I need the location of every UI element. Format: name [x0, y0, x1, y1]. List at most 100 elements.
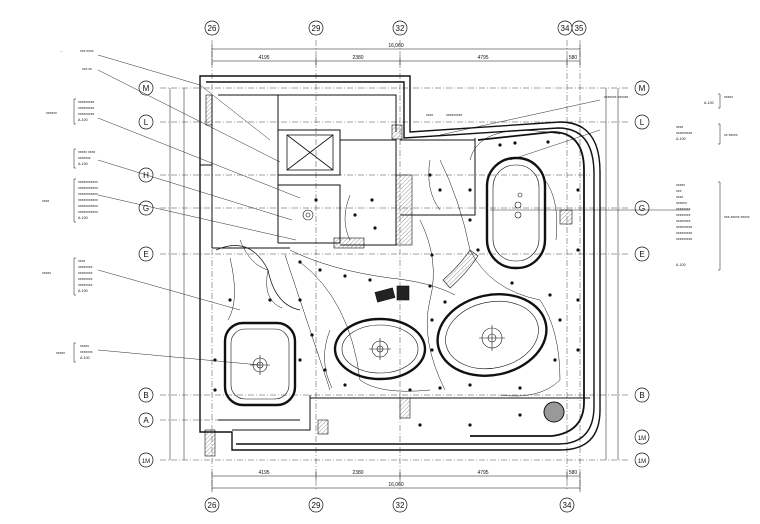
ceiling-cove-right	[436, 293, 548, 377]
callout-2-line-1: xxxxxxxxx	[78, 106, 94, 110]
column-bubbles-bottom	[204, 497, 575, 513]
axis-bubble-34-bottom	[559, 497, 575, 513]
callout-5-line-1: xxxxxxxx	[78, 265, 93, 269]
callout-5-line-4: xxxxxxxx	[78, 283, 93, 287]
dim-top-3: 4795	[477, 55, 488, 61]
lighting-circuits	[227, 130, 561, 397]
axis-label-1M-left: 1M	[142, 459, 150, 465]
row-bubbles-right	[634, 80, 650, 468]
callout-4-label: xxxx	[42, 199, 49, 203]
callout-leaders-right	[439, 99, 690, 211]
callouts-left: ... xxx xxxx xxx xx xxxxxx xxxxxxxxx xxx…	[42, 49, 98, 360]
axis-bubble-32-top	[392, 20, 408, 36]
dim-bottom-4: 580	[569, 470, 578, 476]
callout-6-line-0: xxxxx	[80, 344, 89, 348]
callout-5-line-3: xxxxxxxx	[78, 277, 93, 281]
axis-label-26-top: 26	[208, 24, 217, 33]
callout-r1-line-0: xxxx	[676, 125, 683, 129]
callout-5-line-0: xxxx	[78, 259, 85, 263]
axis-label-G-left: G	[143, 204, 149, 213]
dim-top-2: 2380	[352, 55, 363, 61]
axis-label-26-bottom: 26	[208, 501, 217, 510]
ceiling-curve-left	[215, 245, 301, 311]
callout-4-line-2: xxxxxxxxxxx	[78, 192, 98, 196]
axis-label-B-right: B	[639, 391, 644, 400]
axis-bubble-32-bottom	[392, 497, 408, 513]
axis-label-M-left: M	[143, 84, 150, 93]
ceiling-features	[223, 156, 548, 407]
plan-note-0: xxxx	[426, 113, 433, 117]
callout-2-line-2: xxxxxxxxx	[78, 112, 94, 116]
callout-brackets-right	[718, 93, 721, 271]
callout-4-line-5: xxxxxxxxxxx	[78, 210, 98, 214]
axis-label-34-bottom: 34	[563, 501, 572, 510]
callout-1-line-0: xxx xx	[82, 67, 92, 71]
top-dimension-lines	[211, 45, 581, 65]
axis-label-H-left: H	[143, 171, 149, 180]
callout-3-line-1: xxxxxxx	[78, 156, 91, 160]
curved-partition	[442, 249, 479, 289]
axis-label-1M-right-a: 1M	[638, 436, 646, 442]
callout-0-label: ...	[60, 49, 63, 53]
axis-bubble-29-top	[308, 20, 324, 36]
axis-label-E-left: E	[143, 250, 148, 259]
callout-2-line-0: xxxxxxxxx	[78, 100, 94, 104]
column-bubbles-top	[204, 20, 587, 36]
ceiling-cove-left	[223, 321, 297, 407]
callout-leaders-left	[97, 54, 301, 366]
exterior-walls	[199, 75, 601, 451]
callout-r2-line-2: xxxx	[676, 195, 683, 199]
axis-bubble-29-bottom	[308, 497, 324, 513]
callout-r2-line-8: xxxxxxxxx	[676, 231, 692, 235]
callout-4-line-1: xxxxxxxxxxx	[78, 186, 98, 190]
callout-r0-label: xxxxx	[724, 95, 733, 99]
perimeter-light-cove	[470, 131, 585, 437]
axis-label-E-right: E	[639, 250, 644, 259]
axis-label-32-top: 32	[396, 24, 405, 33]
callout-4-line-3: xxxxxxxxxxx	[78, 198, 98, 202]
callout-r0-line-0: xxxxxxx xxxxxx	[604, 95, 629, 99]
dim-top-total: 16,060	[388, 43, 404, 49]
axis-label-A-left: A	[143, 416, 149, 425]
axis-label-35-top: 35	[575, 24, 584, 33]
dim-top-1: 4195	[258, 55, 269, 61]
callout-4-line-4: xxxxxxxxxxx	[78, 204, 98, 208]
axis-label-B-left: B	[143, 391, 148, 400]
callout-r2-line-0: xxxxx	[676, 183, 685, 187]
dim-top-4: 580	[569, 55, 578, 61]
callout-4-line-0: xxxxxxxxxxx	[78, 180, 98, 184]
grid-lines	[160, 40, 630, 490]
callout-5-line-5: A-100	[78, 289, 88, 293]
callout-3-line-0: xxxxx xxxx	[78, 150, 95, 154]
ceiling-cove-center	[333, 317, 427, 381]
interior-walls	[200, 94, 590, 431]
plan-note-1: xxxxxxxxx	[446, 113, 462, 117]
callout-r1-line-2: A-100	[676, 137, 686, 141]
axis-bubble-35-top	[571, 20, 587, 36]
axis-label-32-bottom: 32	[396, 501, 405, 510]
axis-bubble-26-bottom	[204, 497, 220, 513]
callout-r2-line-10: A-100	[676, 263, 686, 267]
column-round-feature	[543, 401, 565, 423]
elevator-shaft	[286, 134, 334, 171]
callouts-right: xxxxxxx xxxxxx A-100 xxxxx xxxx xxxxxxxx…	[604, 95, 750, 267]
callout-r2-line-5: xxxxxxxx	[676, 213, 691, 217]
callout-5-label: xxxxx	[42, 271, 51, 275]
bottom-dimension-lines	[211, 472, 581, 492]
callout-r2-line-3: xxxxxx	[676, 201, 687, 205]
callout-5-line-2: xxxxxxxx	[78, 271, 93, 275]
dimension-labels: 4195 2380 4795 580 16,060 4195 2380 4795…	[258, 43, 577, 488]
axis-label-29-bottom: 29	[312, 501, 321, 510]
right-dimension-lines	[605, 88, 619, 460]
downlights	[213, 140, 580, 427]
axis-bubble-26-top	[204, 20, 220, 36]
callout-r2-line-6: xxxxxxxx	[676, 219, 691, 223]
callout-r2-line-9: xxxxxxxxx	[676, 237, 692, 241]
callout-6-label: xxxxx	[56, 351, 65, 355]
callout-r0-line-1: A-100	[704, 101, 714, 105]
structural-columns	[204, 94, 573, 457]
callout-0-line-0: xxx xxxx	[80, 49, 94, 53]
dim-bottom-total: 16,060	[388, 482, 404, 488]
axis-label-L-left: L	[144, 118, 149, 127]
